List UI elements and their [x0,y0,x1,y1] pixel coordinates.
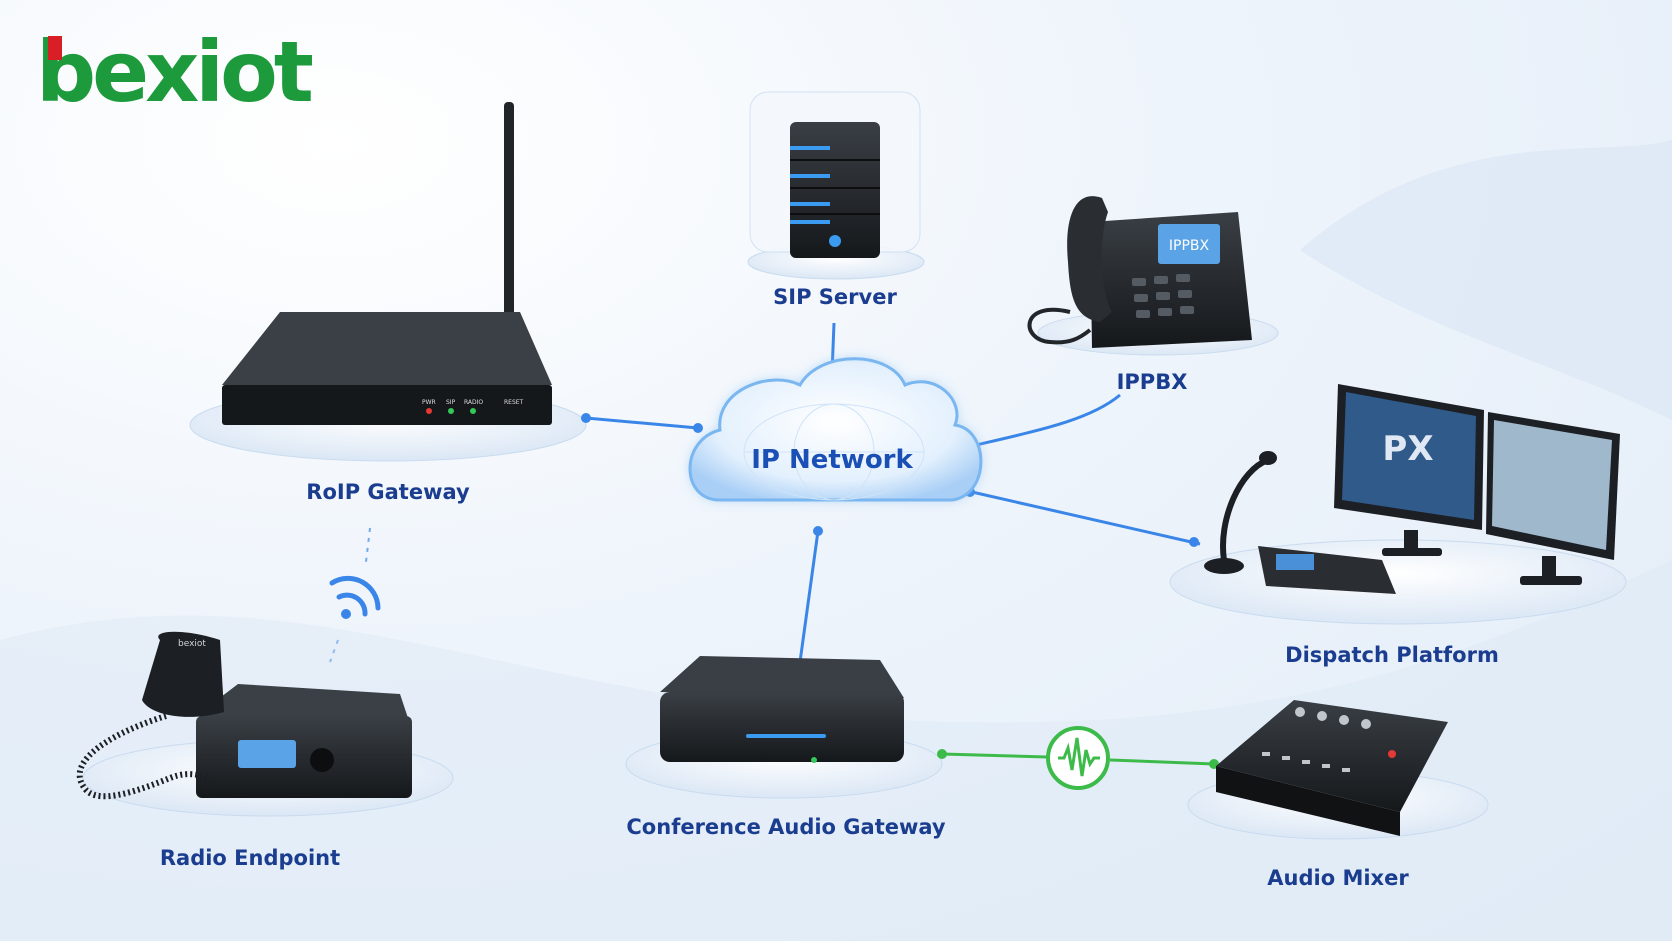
led-label-sip: SIP [446,399,456,406]
sip-server-label: SIP Server [773,285,897,309]
link-conference [798,530,820,663]
dispatch-platform-label: Dispatch Platform [1285,643,1499,667]
ip-network-label: IP Network [751,445,913,475]
led-label-radio: RADIO [464,399,483,406]
svg-text:PX: PX [1382,429,1433,469]
logo-red-mark [48,36,62,60]
network-links [585,322,1201,663]
audio-mixer-device [1216,700,1448,836]
conference-audio-gateway-label: Conference Audio Gateway [626,815,946,839]
radio-endpoint-device: bexiot [76,631,412,800]
link-roip [585,416,699,430]
roip-gateway-label: RoIP Gateway [306,480,470,504]
audio-mixer-label: Audio Mixer [1267,866,1409,890]
bexiot-logo: bexiot [36,30,314,114]
ip-network-cloud [688,357,983,502]
dispatch-platform-device: PX [1204,384,1620,594]
ippbx-phone-device: IPPBX [1027,196,1252,348]
led-label-pwr: PWR [422,399,436,406]
wireless-link [329,527,381,663]
wifi-icon [329,575,381,619]
mic-brand-text: bexiot [178,639,206,649]
logo-text: bexiot [36,23,314,121]
audio-wave-icon [1046,726,1110,790]
radio-endpoint-label: Radio Endpoint [159,846,341,870]
audio-link [937,726,1219,790]
link-ippbx [971,393,1121,448]
roip-gateway-device: PWR SIP RADIO RESET [222,102,552,425]
ippbx-screen-text: IPPBX [1169,238,1210,254]
ippbx-label: IPPBX [1116,370,1188,394]
led-label-reset: RESET [504,399,524,406]
conference-gateway-device [660,656,904,763]
link-dispatch [971,490,1201,546]
sip-server-device [749,91,921,258]
